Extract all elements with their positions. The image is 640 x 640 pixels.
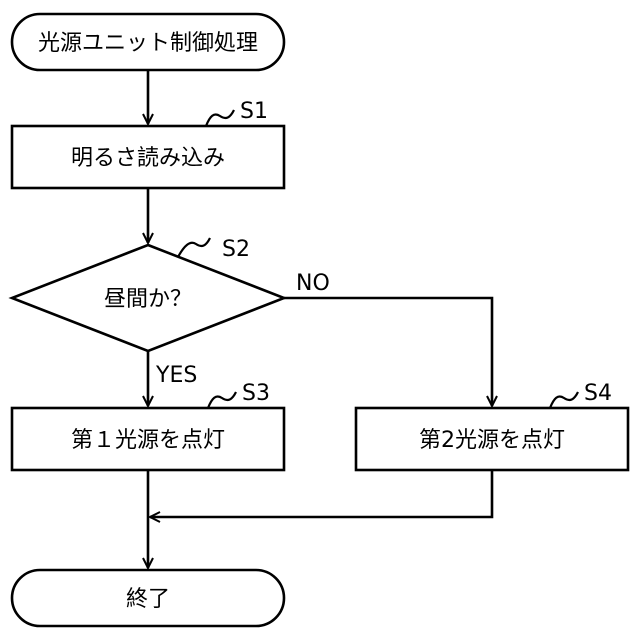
- s1-step-label: S1: [240, 99, 268, 124]
- arrow-s2-no-to-s4: [284, 298, 492, 406]
- no-branch-label: NO: [296, 271, 330, 296]
- start-terminal: 光源ユニット制御処理: [12, 14, 284, 70]
- process-s4-label: 第2光源を点灯: [419, 428, 565, 453]
- arrow-s4-to-merge: [150, 470, 492, 517]
- decision-s2-label: 昼間か？: [104, 287, 192, 312]
- decision-s2: 昼間か？ S2: [12, 237, 284, 351]
- s2-step-label: S2: [222, 237, 250, 262]
- end-terminal-label: 終了: [126, 587, 170, 612]
- s3-step-label: S3: [242, 381, 270, 406]
- start-terminal-label: 光源ユニット制御処理: [38, 31, 258, 56]
- yes-branch-label: YES: [155, 363, 197, 388]
- s4-leader-line: [550, 392, 578, 408]
- s2-leader-line: [178, 238, 210, 257]
- end-terminal: 終了: [12, 570, 284, 626]
- process-s1-label: 明るさ読み込み: [71, 146, 225, 171]
- process-s3-label: 第１光源を点灯: [71, 428, 225, 453]
- s4-step-label: S4: [584, 381, 612, 406]
- s3-leader-line: [208, 392, 236, 408]
- s1-leader-line: [206, 110, 234, 126]
